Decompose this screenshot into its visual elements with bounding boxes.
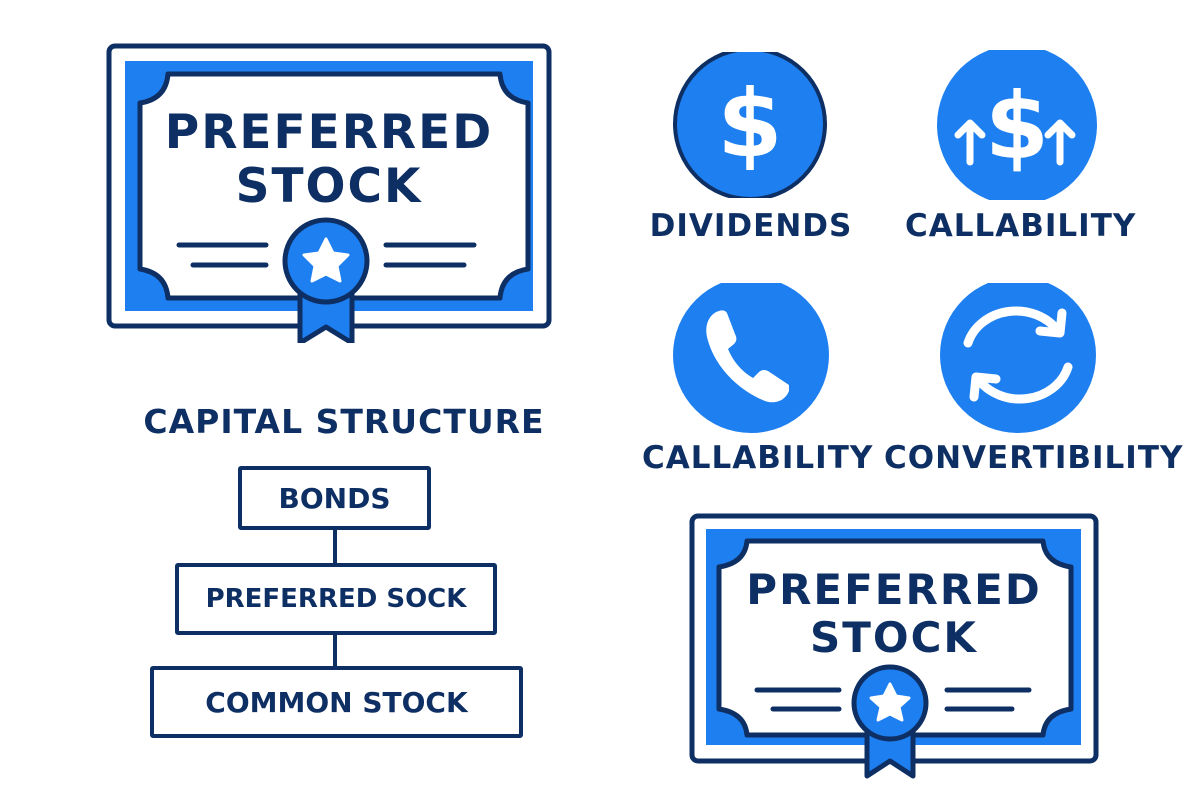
dollar-icon: $ — [673, 47, 827, 201]
svg-text:$: $ — [985, 73, 1049, 180]
certificate-preferred-stock-large: PREFERRED STOCK — [106, 43, 552, 343]
certificate-title-line2: STOCK — [235, 159, 423, 214]
capital-level-preferred: PREFERRED SOCK — [175, 563, 497, 635]
capital-level-label: BONDS — [278, 481, 391, 515]
dollar-up-arrows-icon: $ — [937, 45, 1097, 205]
capital-level-label: PREFERRED SOCK — [205, 584, 467, 614]
capital-level-common: COMMON STOCK — [150, 666, 523, 738]
certificate-title-line1: PREFERRED — [164, 105, 494, 160]
capital-level-label: COMMON STOCK — [205, 685, 468, 719]
certificate-title-line1: PREFERRED — [746, 565, 1042, 614]
certificate-frame-icon — [689, 513, 1099, 779]
phone-icon — [673, 277, 829, 433]
feature-label-convertibility: CONVERTIBILITY — [884, 440, 1184, 476]
svg-text:$: $ — [717, 70, 782, 179]
feature-label-callability-1: CALLABILITY — [905, 208, 1137, 244]
capital-structure-title: CAPITAL STRUCTURE — [143, 402, 545, 441]
feature-label-callability-2: CALLABILITY — [642, 440, 874, 476]
certificate-frame-icon — [106, 43, 552, 343]
certificate-title-line2: STOCK — [810, 613, 978, 662]
feature-callability-dividend: $ — [937, 45, 1097, 205]
refresh-cycle-icon — [940, 277, 1096, 433]
feature-dividends: $ — [672, 47, 828, 202]
capital-level-bonds: BONDS — [238, 466, 431, 530]
feature-convertibility — [940, 277, 1096, 437]
connector-line — [333, 530, 337, 564]
feature-callability-call — [673, 277, 829, 437]
feature-label-dividends: DIVIDENDS — [649, 208, 853, 244]
certificate-preferred-stock-small: PREFERRED STOCK — [689, 513, 1099, 783]
connector-line — [333, 635, 337, 667]
